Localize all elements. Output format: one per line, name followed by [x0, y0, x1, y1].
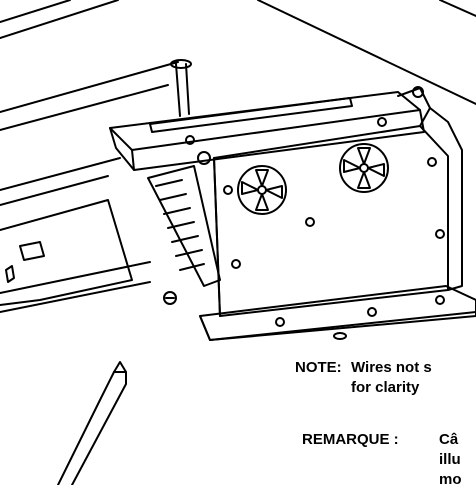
note-english: NOTE: Wires not s for clarity: [295, 358, 432, 396]
box-holes: [223, 157, 445, 269]
remarque-label: REMARQUE :: [302, 431, 399, 448]
note-line-2: for clarity: [351, 379, 420, 396]
note-label: NOTE:: [295, 359, 342, 376]
remarque-line-3: mo: [439, 471, 462, 488]
junction-box: [213, 86, 463, 317]
mounting-post: [170, 59, 192, 117]
screw: [163, 291, 177, 305]
housing-panel: [0, 0, 476, 313]
remarque-line-1: Câ: [439, 431, 459, 448]
note-line-1: Wires not s: [351, 359, 432, 376]
terminal-block: [147, 165, 221, 287]
top-crossbar: [109, 91, 425, 171]
remarque-line-2: illu: [439, 451, 461, 468]
knockout-right: [339, 143, 389, 193]
screwdriver: [57, 361, 127, 485]
bottom-crossbar: [199, 285, 476, 341]
knockout-left: [237, 165, 287, 215]
note-french: REMARQUE : Câ illu mo: [302, 430, 462, 488]
mounting-channel: [0, 199, 133, 306]
